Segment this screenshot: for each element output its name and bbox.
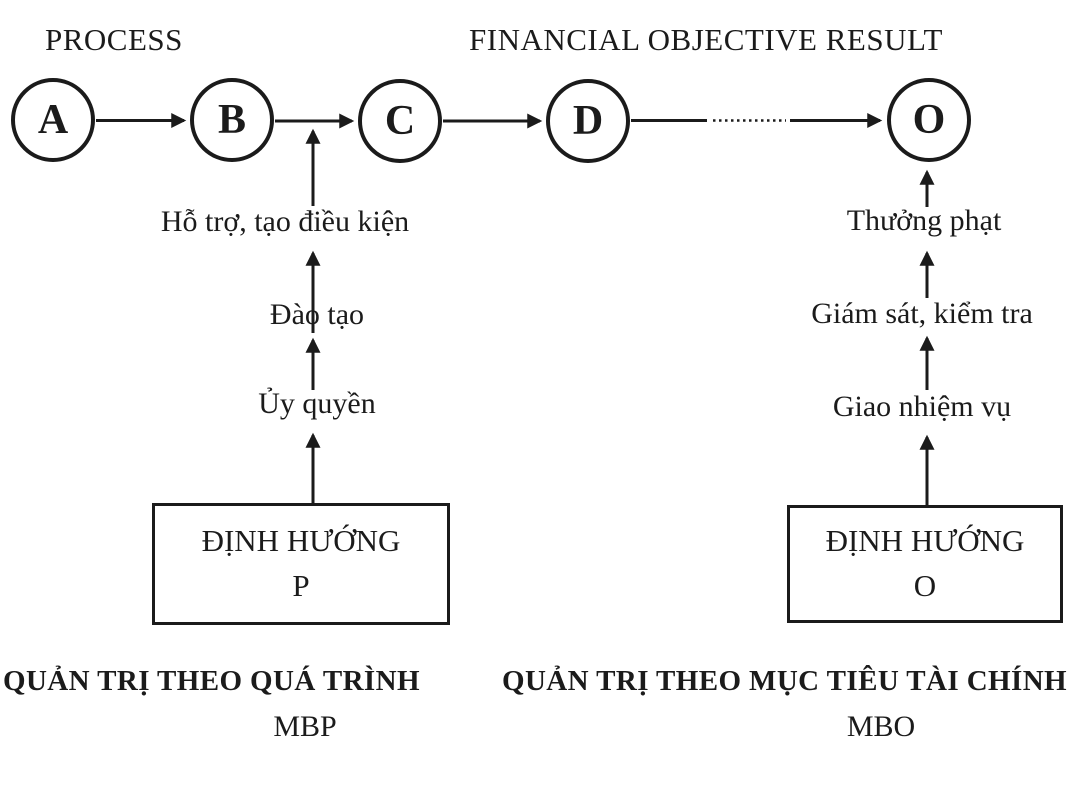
process-heading: PROCESS (45, 22, 183, 57)
mbo-caption: QUẢN TRỊ THEO MỤC TIÊU TÀI CHÍNH (502, 665, 1067, 697)
node-o: O (887, 78, 971, 162)
orientation-o-box-line1: ĐỊNH HƯỚNG (825, 523, 1025, 559)
mbo-abbreviation: MBO (846, 710, 916, 743)
financial-objective-result-heading: FINANCIAL OBJECTIVE RESULT (469, 22, 943, 57)
orientation-o-box: ĐỊNH HƯỚNG O (787, 505, 1063, 623)
orientation-p-box-line2: P (292, 568, 310, 603)
node-c: C (358, 79, 442, 163)
mbp-abbreviation: MBP (273, 710, 337, 743)
reward-punishment-label: Thưởng phạt (846, 204, 1002, 237)
orientation-p-box-line1: ĐỊNH HƯỚNG (201, 523, 401, 559)
node-o-label: O (912, 97, 946, 143)
mbp-caption: QUẢN TRỊ THEO QUÁ TRÌNH (3, 665, 420, 697)
node-a-label: A (37, 97, 69, 143)
monitor-inspect-label: Giám sát, kiểm tra (811, 297, 1033, 330)
node-b-label: B (217, 97, 246, 143)
orientation-p-box: ĐỊNH HƯỚNG P (152, 503, 450, 625)
assign-tasks-label: Giao nhiệm vụ (832, 390, 1012, 423)
training-label: Đào tạo (269, 298, 365, 331)
orientation-o-box-line2: O (913, 568, 937, 603)
node-d-label: D (572, 98, 604, 144)
delegation-label: Ủy quyền (258, 387, 376, 420)
node-b: B (190, 78, 274, 162)
node-d: D (546, 79, 630, 163)
support-create-conditions-label: Hỗ trợ, tạo điều kiện (160, 205, 410, 238)
node-a: A (11, 78, 95, 162)
node-c-label: C (384, 98, 416, 144)
